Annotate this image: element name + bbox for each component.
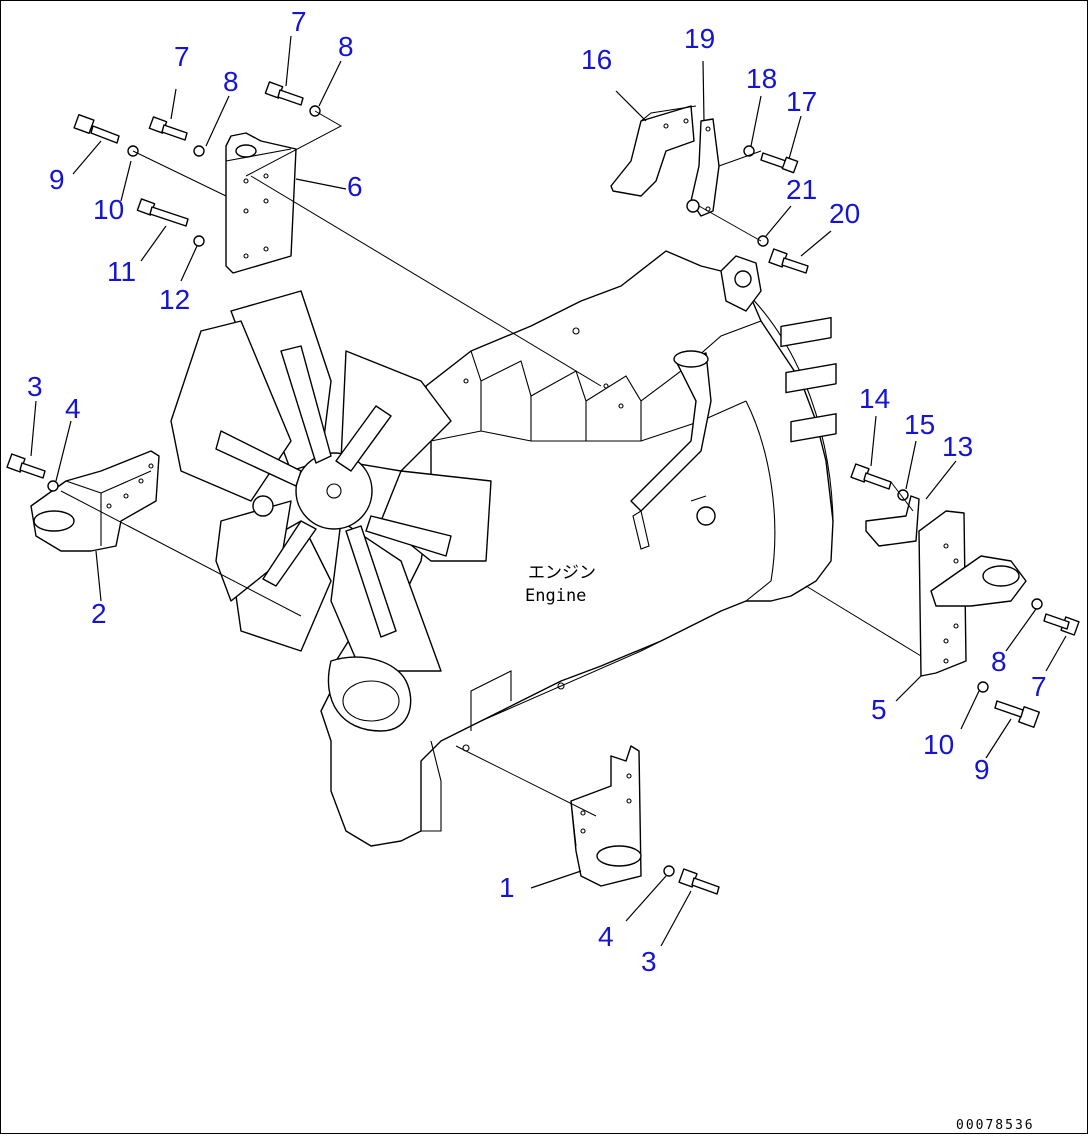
bolt-20	[768, 248, 809, 274]
callout-12: 12	[159, 284, 190, 315]
bolt-11	[136, 198, 189, 227]
callout-15: 15	[904, 409, 935, 440]
callout-8: 8	[338, 31, 354, 62]
callouts: 7 8 7 8 9 10 6 11 12 3 4 2 1 4 3 16 19 1…	[27, 6, 1047, 977]
callout-4: 4	[65, 393, 81, 424]
callout-4: 4	[598, 921, 614, 952]
bolt-3-bottom	[678, 868, 720, 895]
engine-label-jp: エンジン	[528, 563, 596, 583]
bracket-2	[30, 450, 160, 552]
bracket-5	[918, 510, 1027, 677]
bolt-7-right	[1043, 613, 1080, 636]
assembly-lines	[60, 110, 922, 817]
callout-3: 3	[27, 371, 43, 402]
bracket-19	[686, 118, 720, 217]
callout-19: 19	[684, 23, 715, 54]
callout-16: 16	[581, 44, 612, 75]
callout-10: 10	[93, 194, 124, 225]
callout-10: 10	[923, 729, 954, 760]
callout-leaders	[30, 35, 1067, 947]
callout-17: 17	[786, 86, 817, 117]
bolt-3-left	[6, 453, 46, 479]
bracket-6	[225, 132, 297, 274]
cooling-fan	[170, 290, 492, 732]
bracket-13	[865, 495, 920, 547]
callout-11: 11	[107, 256, 136, 287]
callout-8: 8	[223, 66, 239, 97]
bolt-9-top	[73, 113, 120, 144]
drawing-number: 00078536	[956, 1118, 1035, 1133]
bracket-1	[570, 745, 642, 887]
bolt-9-right	[994, 700, 1040, 728]
bolt-17	[760, 152, 799, 174]
engine-block	[320, 250, 837, 847]
callout-7: 7	[174, 41, 190, 72]
callout-18: 18	[746, 63, 777, 94]
bolt-7-top-b	[264, 81, 304, 106]
callout-13: 13	[942, 431, 973, 462]
bracket-16	[610, 105, 697, 197]
engine-label-en: Engine	[525, 586, 586, 606]
callout-6: 6	[347, 171, 363, 202]
callout-14: 14	[859, 383, 890, 414]
bolt-7-top-a	[148, 116, 188, 141]
callout-3: 3	[641, 946, 657, 977]
callout-7: 7	[1031, 671, 1047, 702]
callout-20: 20	[829, 198, 860, 229]
callout-9: 9	[974, 754, 990, 785]
callout-8: 8	[991, 646, 1007, 677]
callout-21: 21	[786, 174, 817, 205]
callout-2: 2	[91, 598, 107, 629]
callout-5: 5	[871, 694, 887, 725]
callout-7: 7	[291, 6, 307, 37]
callout-1: 1	[499, 872, 515, 903]
callout-9: 9	[49, 164, 65, 195]
bolt-14	[850, 463, 892, 490]
